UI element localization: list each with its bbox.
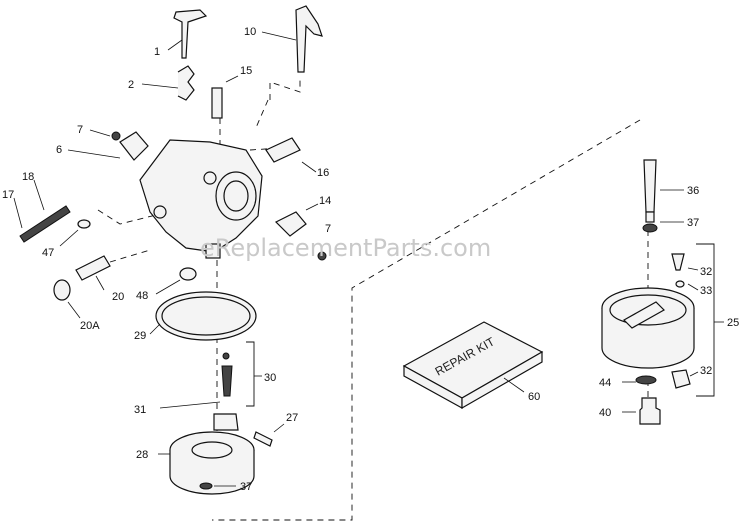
callout-17: 17 — [2, 189, 14, 201]
callout-36: 36 — [687, 185, 699, 197]
callout-60: 60 — [528, 391, 540, 403]
part-bowl-nut — [622, 397, 661, 425]
callout-32-lower: 32 — [700, 365, 712, 377]
part-throttle-lever — [167, 9, 208, 59]
part-drain-screw — [671, 253, 699, 291]
callout-37-lower: 37 — [240, 481, 252, 493]
part-carburetor-body — [139, 139, 263, 259]
callout-48: 48 — [136, 290, 148, 302]
part-bowl-bolt — [643, 159, 684, 223]
part-float-pin — [253, 423, 285, 447]
callout-37-upper: 37 — [687, 217, 699, 229]
part-cap — [53, 279, 81, 319]
part-screw-upper — [89, 129, 121, 141]
callout-15: 15 — [240, 65, 252, 77]
callout-31: 31 — [134, 404, 146, 416]
part-o-ring-47 — [59, 219, 91, 247]
callout-2: 2 — [128, 79, 134, 91]
callout-33: 33 — [700, 285, 712, 297]
callout-44: 44 — [599, 377, 611, 389]
part-pin — [75, 255, 111, 291]
callout-32-upper: 32 — [700, 266, 712, 278]
callout-16: 16 — [317, 167, 329, 179]
callout-6: 6 — [56, 144, 62, 156]
callout-30: 30 — [264, 372, 276, 384]
part-drain-nut — [671, 369, 699, 389]
part-washer-44 — [622, 375, 657, 385]
part-needle-screw — [13, 179, 71, 243]
part-shutter-plate — [67, 131, 149, 161]
callout-20A: 20A — [80, 320, 100, 332]
callout-7-upper: 7 — [77, 124, 83, 136]
callout-25: 25 — [727, 317, 739, 329]
callout-20: 20 — [112, 291, 124, 303]
callout-10: 10 — [244, 26, 256, 38]
callout-40: 40 — [599, 407, 611, 419]
part-spring — [141, 65, 195, 101]
part-float — [158, 413, 255, 495]
part-idle-screw — [211, 75, 239, 119]
part-washer-lower — [199, 482, 236, 490]
callout-labels: 1 2 7 6 10 15 16 14 7 17 18 47 20 48 20A… — [2, 26, 739, 493]
callout-18: 18 — [22, 171, 34, 183]
callout-29: 29 — [134, 330, 146, 342]
part-side-plate — [274, 203, 319, 237]
callout-28: 28 — [136, 449, 148, 461]
part-screw-lower — [317, 251, 327, 261]
part-inlet-needle — [159, 341, 262, 409]
watermark-text: eReplacementParts.com — [200, 234, 491, 262]
part-washer-37 — [642, 221, 684, 233]
callout-27: 27 — [286, 412, 298, 424]
callout-7-lower: 7 — [325, 223, 331, 235]
part-choke-lever — [261, 5, 323, 73]
part-seal — [155, 267, 197, 295]
callout-1: 1 — [154, 46, 160, 58]
callout-47: 47 — [42, 247, 54, 259]
part-fuel-bowl — [601, 287, 695, 369]
part-plug — [265, 137, 317, 173]
part-bowl-gasket — [149, 291, 257, 341]
repair-kit-box: REPAIR KIT — [402, 321, 544, 410]
bracket-25 — [696, 243, 724, 397]
callout-14: 14 — [319, 195, 331, 207]
